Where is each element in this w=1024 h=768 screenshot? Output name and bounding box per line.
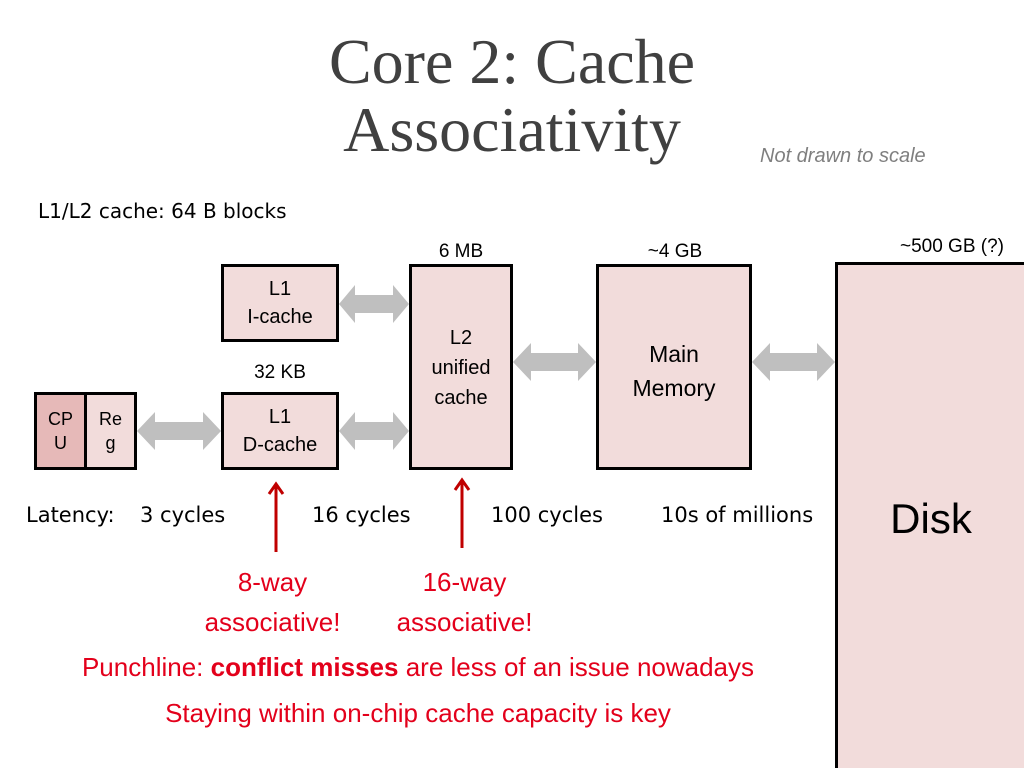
reg-label-1: Re xyxy=(98,409,122,429)
memory-disk-arrow-icon xyxy=(752,343,835,381)
l1d-l2-arrow-icon xyxy=(339,412,409,450)
disk-label: Disk xyxy=(890,495,972,542)
l2-label-2: unified xyxy=(431,357,491,379)
memory-label-1: Main xyxy=(649,341,699,367)
l2-assoc-line-1: 16-way xyxy=(422,567,507,597)
cpu-label-2: U xyxy=(54,433,67,453)
l1-assoc-line-2: associative! xyxy=(204,607,341,637)
reg-label-2: g xyxy=(105,433,116,453)
l1-assoc-line-1: 8-way xyxy=(237,567,308,597)
l2-label-1: L2 xyxy=(449,327,473,349)
not-to-scale-note: Not drawn to scale xyxy=(760,145,926,167)
punchline-suffix: are less of an issue nowadays xyxy=(398,652,755,682)
l1i-label-2: I-cache xyxy=(247,306,313,328)
l2-label-3: cache xyxy=(434,387,488,409)
latency-prefix: Latency: xyxy=(26,503,115,527)
memory-size-label: ~4 GB xyxy=(647,241,703,262)
slide-title: Core 2: Cache Associativity xyxy=(0,28,1024,164)
l1d-label-1: L1 xyxy=(268,406,292,428)
punchline-line-2: Staying within on-chip cache capacity is… xyxy=(165,698,671,728)
punchline: Punchline: conflict misses are less of a… xyxy=(0,652,836,683)
l1-icache-box: L1 I-cache xyxy=(221,264,339,342)
block-size-note: L1/L2 cache: 64 B blocks xyxy=(38,199,287,223)
title-line-2: Associativity xyxy=(343,94,681,165)
l1d-label-2: D-cache xyxy=(242,434,318,456)
l2-assoc-line-2: associative! xyxy=(396,607,533,637)
latency-l2: 16 cycles xyxy=(312,503,411,527)
l1-dcache-box: L1 D-cache xyxy=(221,392,339,470)
cpu-box: CP U xyxy=(34,392,87,470)
l2-pointer-arrow-icon xyxy=(453,477,471,548)
register-box: Re g xyxy=(84,392,137,470)
main-memory-box: Main Memory xyxy=(596,264,752,470)
l1-pointer-arrow-icon xyxy=(267,481,285,552)
latency-l1: 3 cycles xyxy=(140,503,226,527)
reg-l1d-arrow-icon xyxy=(137,412,221,450)
l1-size-label: 32 KB xyxy=(254,362,306,383)
l1i-l2-arrow-icon xyxy=(339,285,409,323)
punchline-prefix: Punchline: xyxy=(81,652,211,682)
title-line-1: Core 2: Cache xyxy=(328,26,696,97)
latency-memory: 100 cycles xyxy=(491,503,603,527)
latency-disk: 10s of millions xyxy=(661,503,814,527)
memory-label-2: Memory xyxy=(632,375,716,401)
l2-associativity-label: 16-way associative! xyxy=(372,562,557,642)
l2-size-label: 6 MB xyxy=(438,241,484,262)
disk-box: Disk xyxy=(835,262,1024,768)
disk-size-label: ~500 GB (?) xyxy=(899,236,1005,257)
punchline-emphasis: conflict misses xyxy=(210,652,399,682)
l1i-label-1: L1 xyxy=(268,278,292,300)
cpu-label-1: CP xyxy=(47,409,73,429)
l2-memory-arrow-icon xyxy=(513,343,596,381)
l2-cache-box: L2 unified cache xyxy=(409,264,513,470)
l1-associativity-label: 8-way associative! xyxy=(180,562,365,642)
